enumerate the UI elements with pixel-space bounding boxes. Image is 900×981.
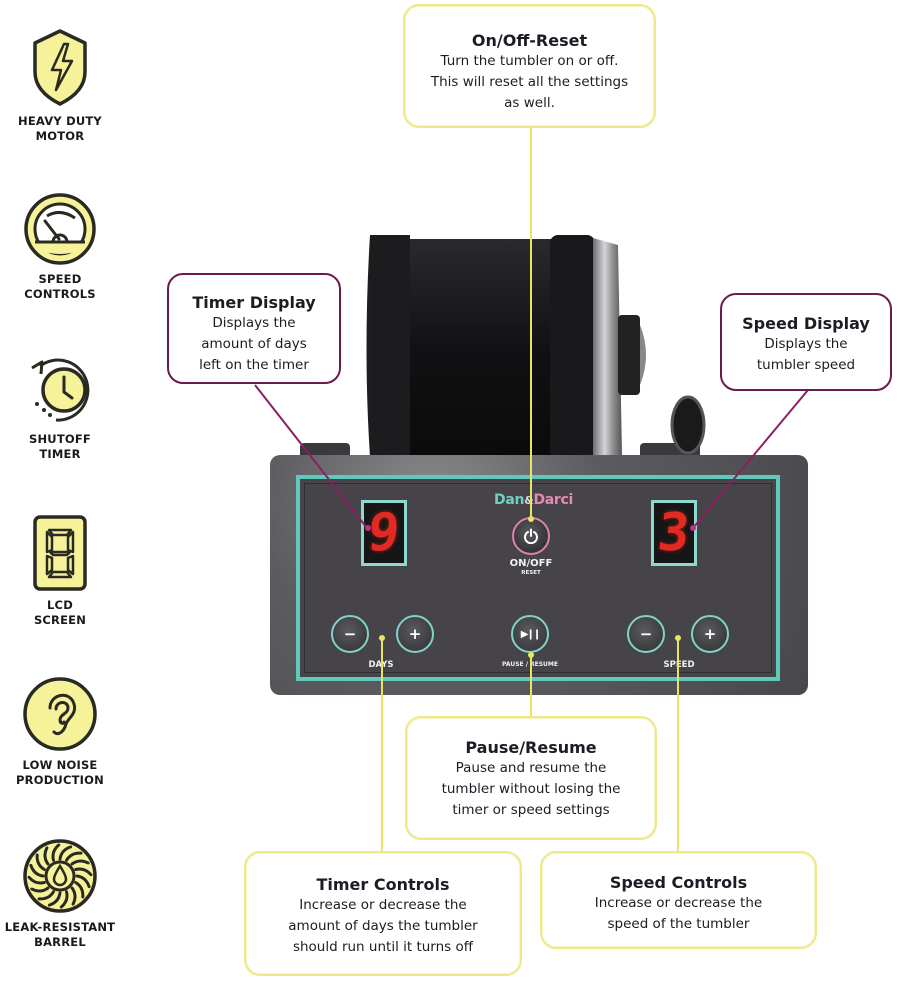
timer-display: 9 <box>361 500 407 566</box>
barrel-ray <box>47 891 62 907</box>
plus-icon: + <box>408 625 422 643</box>
speed-decrease-button[interactable]: − <box>627 615 665 653</box>
power-label: ON/OFF <box>509 558 553 569</box>
barrel-ray <box>51 843 61 862</box>
feature-lcd-screen: LCD SCREEN <box>0 514 120 628</box>
feature-leak-resistant: LEAK-RESISTANT BARREL <box>0 838 120 950</box>
feature-low-noise: LOW NOISE PRODUCTION <box>0 676 120 788</box>
callout-speed-controls: Speed Controls Increase or decrease the … <box>540 851 817 949</box>
barrel-ray <box>30 886 50 893</box>
barrel-ray <box>70 886 77 906</box>
panel-inner-border <box>304 483 772 673</box>
barrel-ray <box>43 846 50 866</box>
speed-display-value: 3 <box>655 503 693 563</box>
play-pause-icon: ▶❙❙ <box>520 628 542 640</box>
callout-title: On/Off-Reset <box>471 31 588 50</box>
tumbler-barrel-illustration <box>300 235 706 465</box>
feature-label: SHUTOFF TIMER <box>29 432 91 461</box>
feature-label: SPEED CONTROLS <box>24 272 96 301</box>
barrel-ray <box>29 863 45 878</box>
feature-label: LCD SCREEN <box>33 598 87 627</box>
callout-on-off-reset: On/Off-Reset Turn the tumbler on or off.… <box>403 4 656 128</box>
minus-icon: − <box>639 625 653 643</box>
power-icon <box>524 528 538 544</box>
callout-title: Timer Controls <box>316 875 450 894</box>
speed-display: 3 <box>651 500 697 566</box>
speed-increase-button[interactable]: + <box>691 615 729 653</box>
days-label: DAYS <box>368 660 394 670</box>
barrel-ray <box>37 890 55 901</box>
days-decrease-button[interactable]: − <box>331 615 369 653</box>
callout-title: Speed Display <box>742 314 870 333</box>
feature-label: LOW NOISE PRODUCTION <box>16 758 104 787</box>
brand-logo: Dan&Darci <box>494 492 574 508</box>
pause-resume-label: PAUSE / RESUME <box>502 661 558 668</box>
power-reset-button[interactable] <box>512 517 550 555</box>
clock-timer-icon <box>31 358 90 422</box>
barrel-ray <box>74 881 85 899</box>
pause-resume-button[interactable]: ▶❙❙ <box>511 615 549 653</box>
seven-segment-icon <box>33 515 87 591</box>
callout-speed-display: Speed Display Displays the tumbler speed <box>720 293 892 391</box>
timer-display-value: 9 <box>365 503 403 563</box>
barrel-ray <box>65 851 83 862</box>
feature-label: HEAVY DUTY MOTOR <box>18 114 102 143</box>
plus-icon: + <box>703 625 717 643</box>
barrel-ray <box>75 874 91 889</box>
callout-title: Timer Display <box>192 293 316 312</box>
lightning-shield-icon <box>33 29 87 106</box>
speedometer-icon <box>24 193 96 265</box>
callout-title: Speed Controls <box>609 873 748 892</box>
callout-timer-controls: Timer Controls Increase or decrease the … <box>244 851 522 976</box>
barrel-ray <box>59 890 69 909</box>
days-increase-button[interactable]: + <box>396 615 434 653</box>
feature-label: LEAK-RESISTANT BARREL <box>4 920 116 949</box>
barrel-ray <box>58 845 73 861</box>
feature-shutoff-timer: SHUTOFF TIMER <box>0 352 120 462</box>
feature-heavy-duty-motor: HEAVY DUTY MOTOR <box>0 28 120 144</box>
barrel-ray <box>74 867 93 877</box>
barrel-ray <box>35 853 46 871</box>
speed-label: SPEED <box>663 660 695 670</box>
callout-pause-resume: Pause/Resume Pause and resume the tumble… <box>405 716 657 840</box>
barrel-ray <box>27 875 46 885</box>
feature-speed-controls: SPEED CONTROLS <box>0 192 120 302</box>
minus-icon: − <box>343 625 357 643</box>
callout-timer-display: Timer Display Displays the amount of day… <box>167 273 341 384</box>
power-sublabel: RESET <box>521 570 541 576</box>
callout-title: Pause/Resume <box>465 738 597 757</box>
ear-icon <box>23 677 97 751</box>
barrel-ray <box>70 859 90 866</box>
water-drop-barrel-icon <box>23 839 97 913</box>
